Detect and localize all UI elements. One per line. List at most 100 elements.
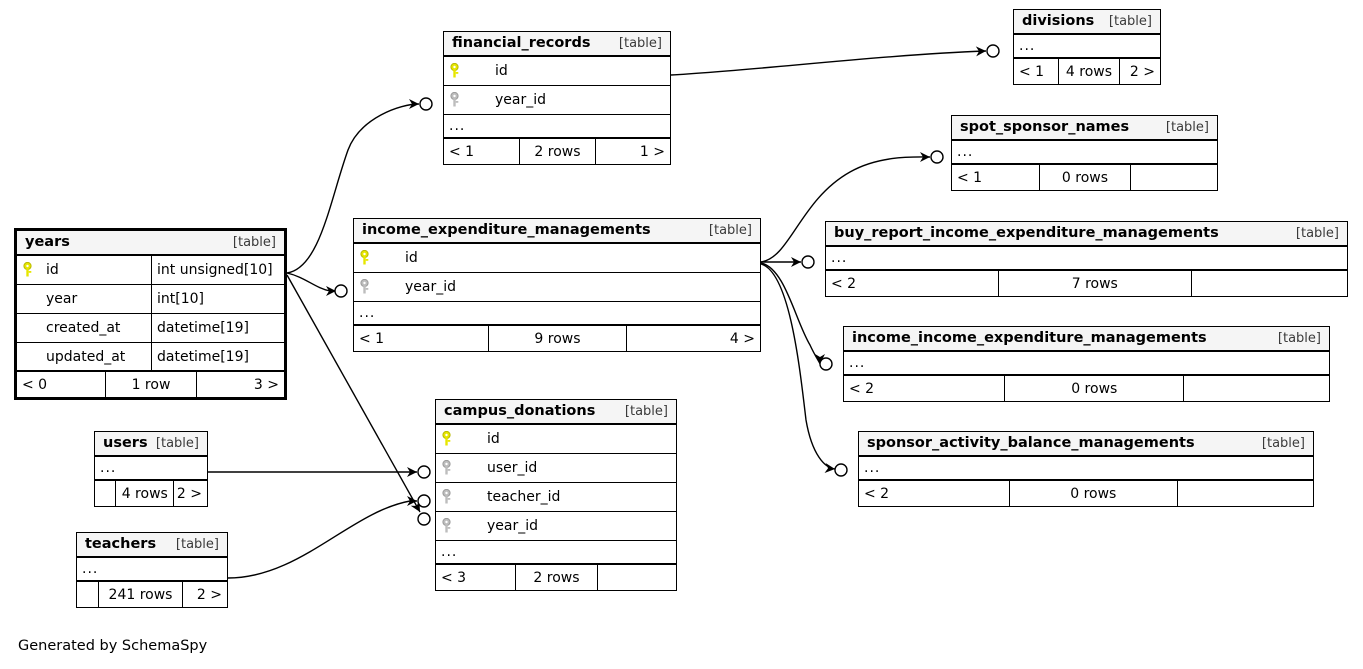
table-footer: < 2 0 rows bbox=[844, 376, 1329, 401]
table-header-divisions: divisions [table] bbox=[1014, 10, 1160, 35]
table-footer: < 1 2 rows 1 > bbox=[444, 139, 670, 164]
footer-row-count: 7 rows bbox=[997, 271, 1191, 296]
column-name: year bbox=[46, 291, 78, 307]
table-row[interactable]: updated_at datetime[19] bbox=[17, 343, 284, 372]
column-name: id bbox=[405, 250, 418, 266]
column-name: updated_at bbox=[46, 348, 126, 365]
footer-child-count: 2 > bbox=[173, 481, 207, 506]
table-type-tag: [table] bbox=[1277, 330, 1321, 346]
footer-child-count bbox=[596, 565, 676, 590]
hidden-columns-ellipsis: ... bbox=[444, 115, 670, 139]
table-type-tag: [table] bbox=[175, 536, 219, 552]
column-type: int[10] bbox=[151, 285, 284, 313]
table-row[interactable]: id bbox=[444, 57, 670, 86]
column-name: year_id bbox=[495, 92, 547, 108]
table-type-tag: [table] bbox=[708, 222, 752, 238]
table-node-sponsor_activity_balance_managements[interactable]: sponsor_activity_balance_managements [ta… bbox=[858, 431, 1314, 507]
table-footer: < 2 0 rows bbox=[859, 481, 1313, 506]
table-footer: < 1 0 rows bbox=[952, 165, 1217, 190]
table-row[interactable]: year_id bbox=[436, 512, 676, 541]
footer-row-count: 9 rows bbox=[487, 326, 626, 351]
footer-parent-count: < 2 bbox=[849, 380, 875, 397]
table-node-spot_sponsor_names[interactable]: spot_sponsor_names [table] ... < 1 0 row… bbox=[951, 115, 1218, 191]
table-footer: < 1 4 rows 2 > bbox=[1014, 59, 1160, 84]
table-row[interactable]: id bbox=[354, 244, 760, 273]
table-node-campus_donations[interactable]: campus_donations [table] id user_id teac… bbox=[435, 399, 677, 591]
table-type-tag: [table] bbox=[155, 435, 199, 451]
column-name: id bbox=[46, 262, 59, 278]
table-title: users bbox=[103, 435, 148, 451]
column-name: created_at bbox=[46, 320, 121, 336]
hidden-columns-ellipsis: ... bbox=[354, 302, 760, 326]
table-header-income_expenditure_managements: income_expenditure_managements [table] bbox=[354, 219, 760, 244]
footer-child-count bbox=[1183, 376, 1329, 401]
foreign-key-icon bbox=[360, 279, 373, 295]
table-node-teachers[interactable]: teachers [table] ... 241 rows 2 > bbox=[76, 532, 228, 608]
hidden-columns-ellipsis: ... bbox=[844, 352, 1329, 376]
generated-by-caption: Generated by SchemaSpy bbox=[18, 638, 208, 654]
edge-income_expenditure_managements-sponsor_activity_balance_managements bbox=[760, 263, 836, 473]
footer-row-count: 0 rows bbox=[1039, 165, 1129, 190]
table-row[interactable]: year_id bbox=[444, 86, 670, 115]
footer-row-count: 2 rows bbox=[515, 565, 597, 590]
table-row[interactable]: user_id bbox=[436, 454, 676, 483]
footer-parent-count: < 1 bbox=[449, 143, 475, 160]
primary-key-icon bbox=[360, 250, 373, 266]
column-name: id bbox=[487, 431, 500, 447]
table-header-buy_report_income_expenditure_managements: buy_report_income_expenditure_management… bbox=[826, 222, 1347, 247]
footer-row-count: 0 rows bbox=[1008, 481, 1177, 506]
table-footer: < 3 2 rows bbox=[436, 565, 676, 590]
table-row[interactable]: id bbox=[436, 425, 676, 454]
table-node-income_expenditure_managements[interactable]: income_expenditure_managements [table] i… bbox=[353, 218, 761, 352]
table-footer: < 1 9 rows 4 > bbox=[354, 326, 760, 351]
footer-parent-count: < 3 bbox=[441, 569, 467, 586]
table-node-divisions[interactable]: divisions [table] ... < 1 4 rows 2 > bbox=[1013, 9, 1161, 85]
table-footer: < 2 7 rows bbox=[826, 271, 1347, 296]
primary-key-icon bbox=[450, 63, 463, 79]
foreign-key-icon bbox=[442, 460, 455, 476]
table-header-users: users [table] bbox=[95, 432, 207, 457]
table-node-buy_report_income_expenditure_managements[interactable]: buy_report_income_expenditure_management… bbox=[825, 221, 1348, 297]
table-header-financial_records: financial_records [table] bbox=[444, 32, 670, 57]
table-type-tag: [table] bbox=[1295, 225, 1339, 241]
table-row[interactable]: year_id bbox=[354, 273, 760, 302]
table-type-tag: [table] bbox=[624, 403, 668, 419]
foreign-key-icon bbox=[442, 518, 455, 534]
hidden-columns-ellipsis: ... bbox=[859, 457, 1313, 481]
table-row[interactable]: teacher_id bbox=[436, 483, 676, 512]
edge-teachers-campus_donations bbox=[227, 496, 417, 579]
footer-parent-count: < 1 bbox=[957, 169, 983, 186]
table-title: years bbox=[25, 234, 70, 250]
footer-child-count: 4 > bbox=[626, 326, 760, 351]
table-header-sponsor_activity_balance_managements: sponsor_activity_balance_managements [ta… bbox=[859, 432, 1313, 457]
foreign-key-icon bbox=[450, 92, 463, 108]
table-title: income_expenditure_managements bbox=[362, 222, 651, 238]
table-title: divisions bbox=[1022, 13, 1095, 29]
edge-income_expenditure_managements-income_income_expenditure_managements bbox=[760, 262, 825, 365]
footer-parent-count bbox=[95, 481, 115, 506]
footer-child-count bbox=[1176, 481, 1313, 506]
hidden-columns-ellipsis: ... bbox=[77, 558, 227, 582]
edge-financial_records-divisions bbox=[670, 46, 987, 76]
table-title: income_income_expenditure_managements bbox=[852, 330, 1207, 346]
table-type-tag: [table] bbox=[618, 35, 662, 51]
column-name: year_id bbox=[405, 279, 457, 295]
table-row[interactable]: id int unsigned[10] bbox=[17, 256, 284, 285]
table-header-campus_donations: campus_donations [table] bbox=[436, 400, 676, 425]
table-type-tag: [table] bbox=[232, 234, 276, 250]
foreign-key-icon bbox=[442, 489, 455, 505]
footer-row-count: 1 row bbox=[105, 372, 196, 397]
table-row[interactable]: year int[10] bbox=[17, 285, 284, 314]
table-node-users[interactable]: users [table] ... 4 rows 2 > bbox=[94, 431, 208, 507]
column-name: user_id bbox=[487, 460, 538, 476]
footer-child-count: 2 > bbox=[182, 582, 227, 607]
table-node-years[interactable]: years [table] id int unsigned[10] year i… bbox=[14, 228, 287, 400]
table-node-income_income_expenditure_managements[interactable]: income_income_expenditure_managements [t… bbox=[843, 326, 1330, 402]
footer-parent-count: < 0 bbox=[22, 376, 48, 393]
table-row[interactable]: created_at datetime[19] bbox=[17, 314, 284, 343]
footer-parent-count: < 1 bbox=[1019, 63, 1045, 80]
table-node-financial_records[interactable]: financial_records [table] id year_id ...… bbox=[443, 31, 671, 165]
hidden-columns-ellipsis: ... bbox=[826, 247, 1347, 271]
table-type-tag: [table] bbox=[1261, 435, 1305, 451]
footer-row-count: 4 rows bbox=[115, 481, 173, 506]
